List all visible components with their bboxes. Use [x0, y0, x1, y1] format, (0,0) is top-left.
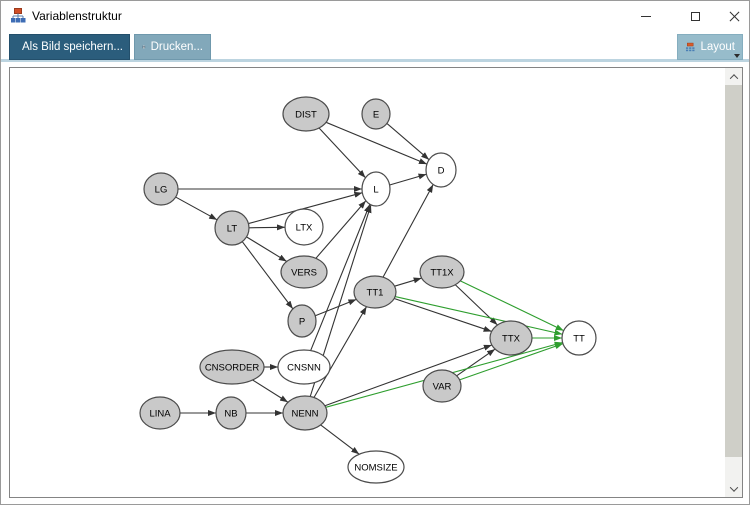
graph-edge-LT-LTX: [248, 224, 286, 231]
graph-node-label: P: [299, 317, 305, 328]
graph-node-TT[interactable]: TT: [561, 320, 597, 356]
graph-node-label: LT: [227, 224, 238, 235]
graph-node-label: NENN: [292, 409, 319, 420]
scroll-up-button[interactable]: [725, 68, 742, 85]
graph-node-label: VAR: [433, 382, 452, 393]
graph-edge-LT-VERS: [246, 236, 288, 262]
graph-node-LT[interactable]: LT: [214, 210, 250, 246]
graph-node-label: LG: [155, 185, 168, 196]
graph-node-NENN[interactable]: NENN: [282, 395, 328, 431]
graph-node-label: VERS: [291, 268, 317, 279]
graph-edge-VERS-L: [315, 200, 367, 259]
graph-edge-TT1X-TTX: [454, 284, 498, 326]
title-bar: Variablenstruktur: [1, 1, 749, 31]
graph-node-label: TTX: [502, 334, 521, 345]
graph-edge-DIST-D: [325, 121, 428, 165]
graph-edge-TT1-TTX: [394, 297, 492, 332]
graph-edge-VAR-TTX: [456, 348, 496, 377]
graph-edge-LG-LT: [175, 196, 218, 221]
graph-node-label: D: [438, 166, 445, 177]
graph-canvas: DIST E D LG L LT LTX VERS P TT1 TT1X TTX TT VAR CNSORD…: [9, 67, 743, 498]
toolbar-separator: [1, 59, 749, 62]
org-chart-icon: [11, 8, 26, 23]
graph-node-CNSNN[interactable]: CNSNN: [277, 349, 331, 385]
close-icon: [729, 11, 740, 22]
graph-node-label: TT: [573, 334, 585, 345]
minimize-icon: [641, 15, 651, 17]
scrollbar-thumb[interactable]: [725, 85, 742, 457]
graph-node-VERS[interactable]: VERS: [280, 255, 328, 289]
layout-button[interactable]: Layout: [677, 34, 743, 60]
maximize-icon: [690, 11, 700, 21]
graph-svg: DIST E D LG L LT LTX VERS P TT1 TT1X TTX TT VAR CNSORD…: [139, 96, 597, 484]
save-as-image-label: Als Bild speichern...: [22, 41, 123, 53]
graph-node-label: TT1: [367, 288, 384, 299]
graph-edge-CNSORDER-NENN: [252, 379, 289, 403]
layout-grid-icon: [685, 42, 695, 52]
graph-edge-NENN-TT1: [313, 306, 368, 398]
graph-node-TT1[interactable]: TT1: [353, 275, 397, 309]
graph-node-label: CNSORDER: [205, 363, 260, 374]
graph-node-NB[interactable]: NB: [215, 396, 247, 430]
graph-node-D[interactable]: D: [425, 152, 457, 188]
graph-edge-CNSNN-L: [310, 204, 371, 351]
graph-edge-E-D: [386, 122, 430, 161]
graph-edge-P-TT1: [315, 298, 357, 317]
graph-node-label: NOMSIZE: [354, 463, 397, 474]
minimize-button[interactable]: [626, 1, 666, 31]
graph-node-label: LTX: [296, 223, 313, 234]
graph-node-label: L: [373, 185, 378, 196]
scroll-down-button[interactable]: [725, 480, 742, 497]
window-title: Variablenstruktur: [32, 9, 122, 23]
print-button[interactable]: Drucken...: [134, 34, 211, 60]
printer-icon: [142, 45, 146, 49]
graph-node-DIST[interactable]: DIST: [282, 96, 330, 132]
graph-node-TT1X[interactable]: TT1X: [419, 255, 465, 289]
graph-edge-TT1-TT: [395, 296, 563, 336]
graph-node-label: E: [373, 110, 379, 121]
graph-node-P[interactable]: P: [287, 304, 317, 338]
save-as-image-button[interactable]: Als Bild speichern...: [9, 34, 130, 60]
graph-node-label: LINA: [149, 409, 171, 420]
maximize-button[interactable]: [675, 1, 715, 31]
chevron-down-icon: [729, 482, 738, 492]
print-label: Drucken...: [150, 41, 203, 53]
dropdown-caret-icon: [734, 54, 740, 58]
graph-node-LG[interactable]: LG: [143, 172, 179, 206]
graph-node-LTX[interactable]: LTX: [284, 208, 324, 246]
graph-node-E[interactable]: E: [361, 98, 391, 130]
close-button[interactable]: [717, 1, 749, 31]
graph-node-CNSORDER[interactable]: CNSORDER: [199, 349, 265, 385]
graph-edge-TT1-D: [382, 184, 434, 278]
graph-edge-DIST-L: [318, 127, 366, 179]
graph-edge-LT-L: [248, 191, 363, 225]
graph-edge-TT1X-TT: [460, 280, 564, 332]
graph-node-L[interactable]: L: [361, 171, 391, 207]
layout-label: Layout: [700, 41, 735, 53]
graph-node-LINA[interactable]: LINA: [139, 396, 181, 430]
vertical-scrollbar[interactable]: [725, 68, 742, 497]
graph-node-VAR[interactable]: VAR: [422, 369, 462, 403]
graph-node-label: NB: [224, 409, 237, 420]
graph-node-NOMSIZE[interactable]: NOMSIZE: [347, 450, 405, 484]
graph-edge-NENN-NOMSIZE: [320, 424, 360, 455]
chevron-up-icon: [729, 73, 738, 83]
graph-edge-VAR-TT: [459, 343, 564, 381]
graph-edge-L-D: [389, 173, 427, 186]
graph-node-label: CNSNN: [287, 363, 321, 374]
graph-node-label: DIST: [295, 110, 317, 121]
graph-node-label: TT1X: [430, 268, 454, 279]
graph-edge-LT-P: [241, 241, 294, 310]
graph-edge-TT1-TT1X: [394, 277, 422, 287]
graph-edge-NENN-TTX: [324, 344, 493, 407]
graph-node-TTX[interactable]: TTX: [489, 320, 533, 356]
